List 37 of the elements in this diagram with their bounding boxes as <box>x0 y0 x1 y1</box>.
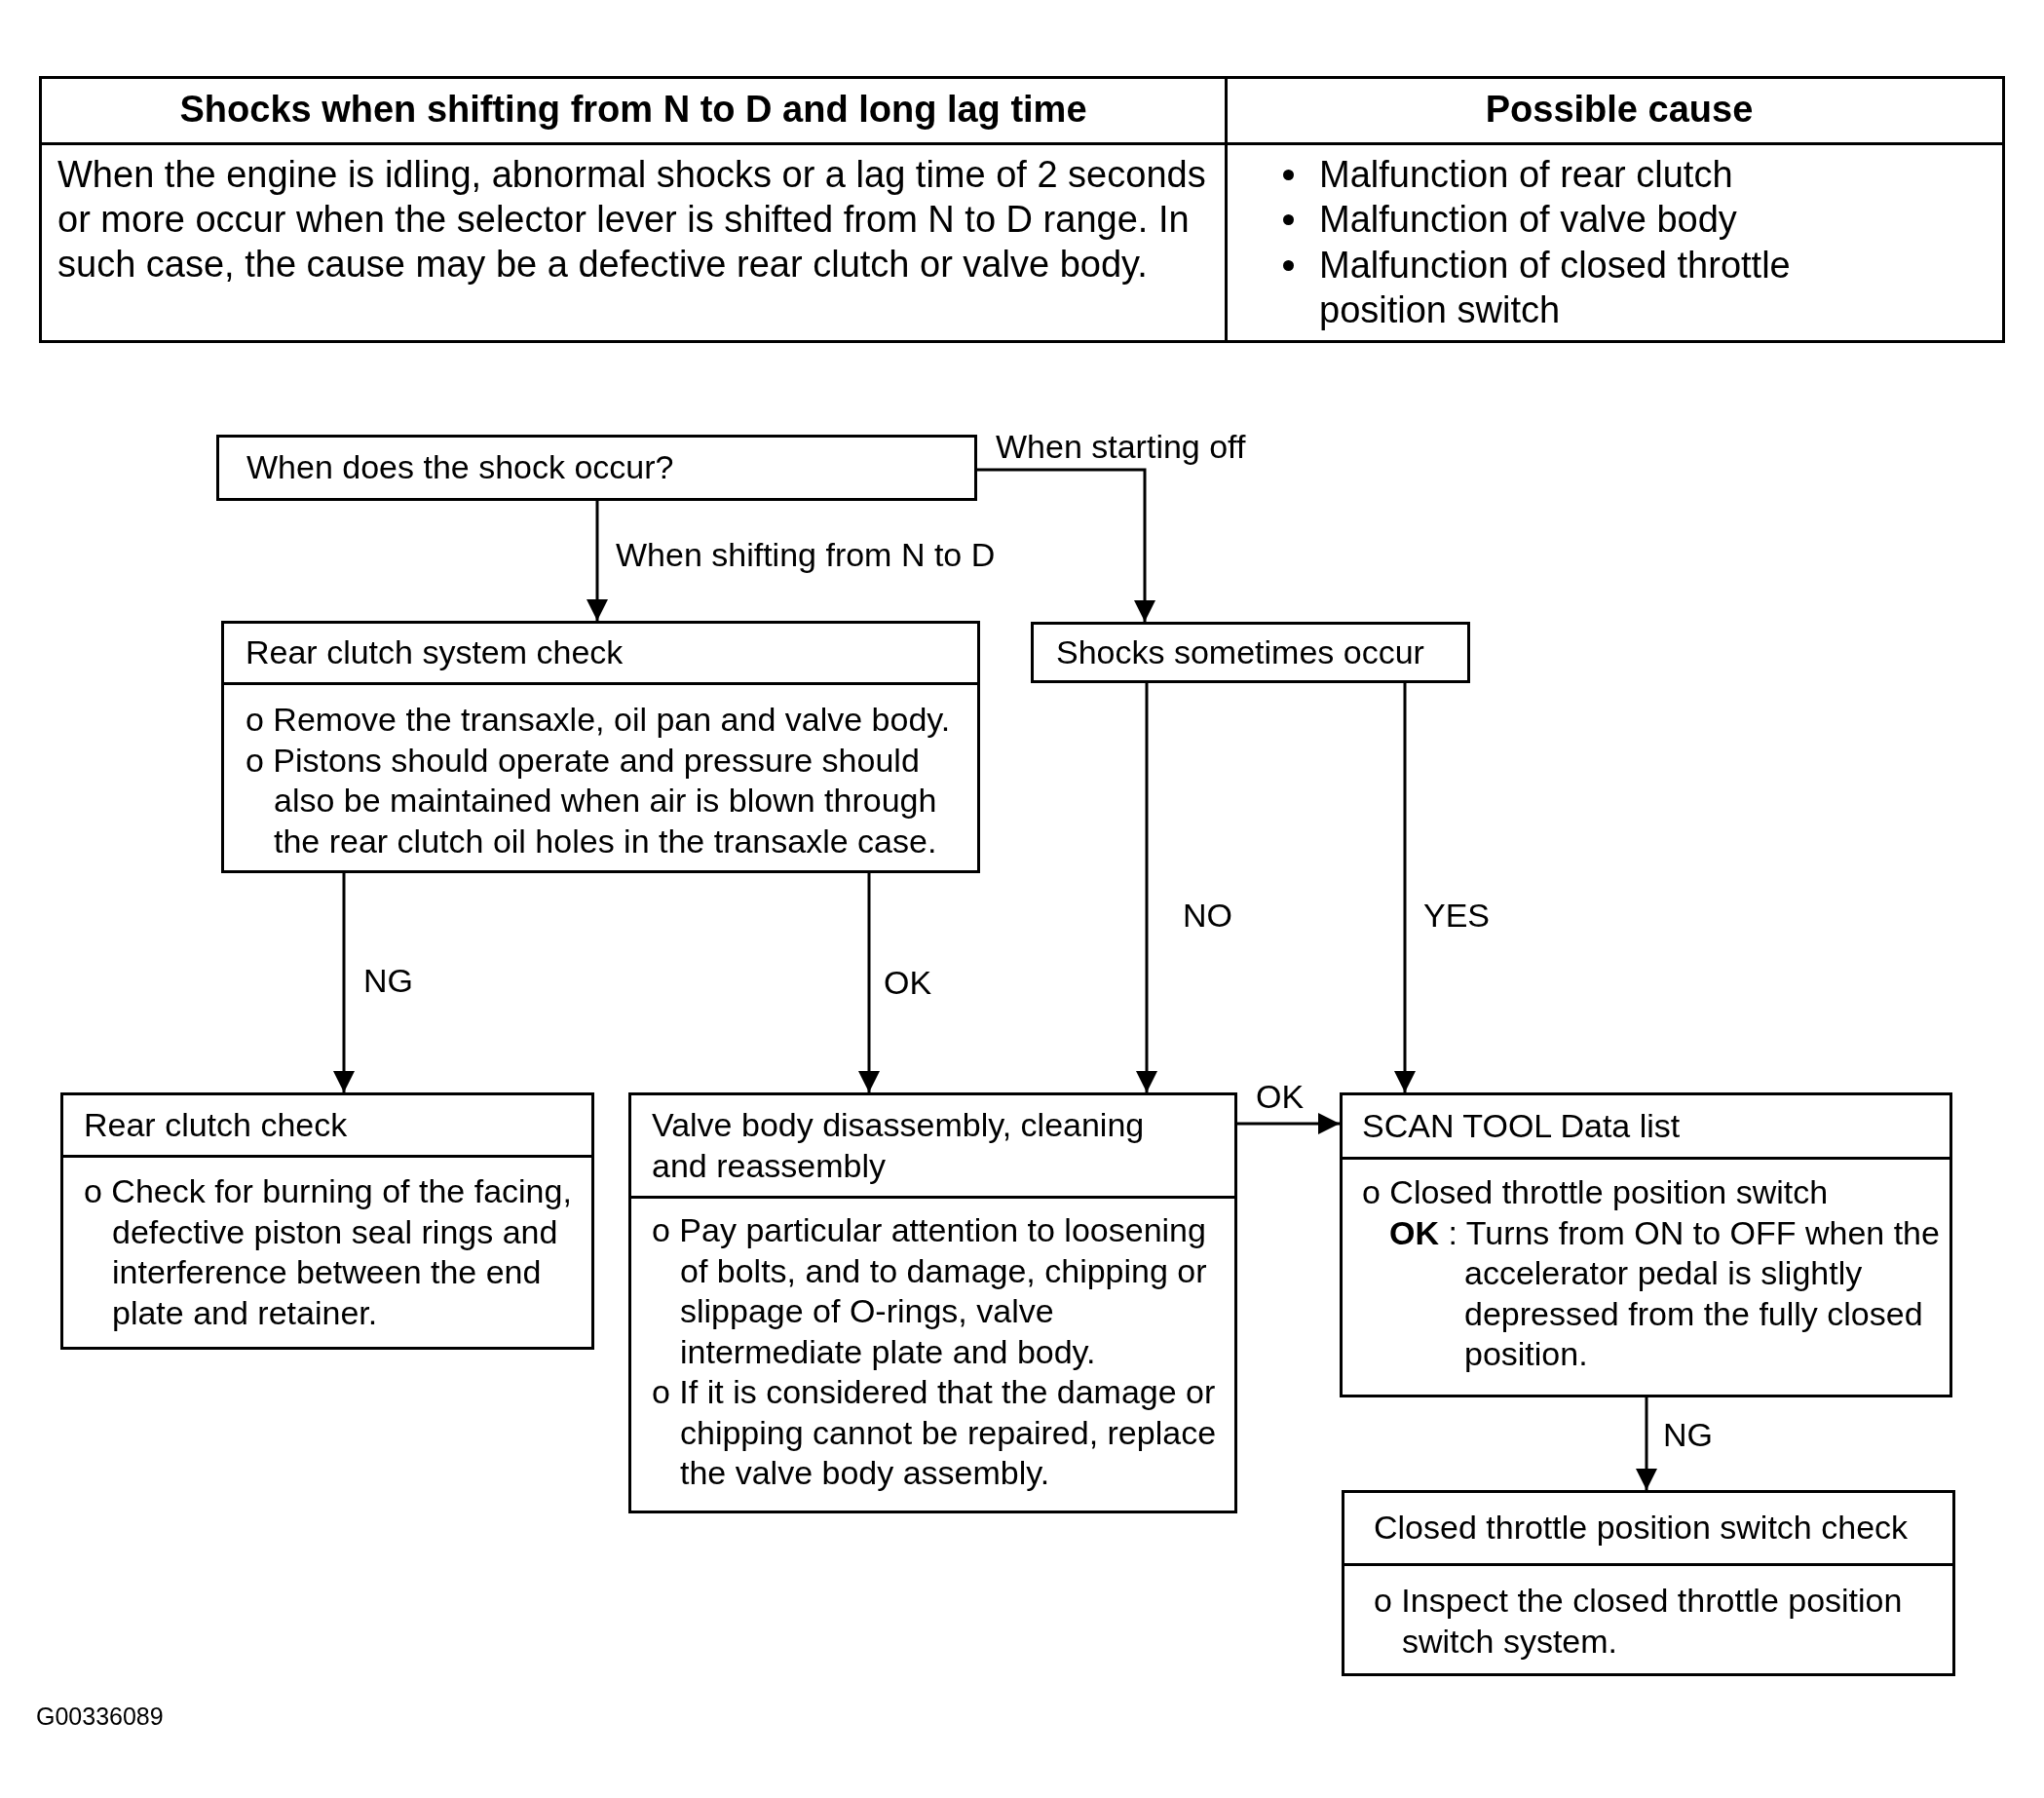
step-text: o Pistons should operate and pressure should also be maintained when air is blown through the rear clutch oil holes in the transaxle case. <box>246 740 938 861</box>
arrow <box>1237 1113 1340 1134</box>
process-box <box>60 1092 594 1350</box>
process-box <box>221 621 980 873</box>
step-text: o Closed throttle position switch <box>1362 1172 1830 1212</box>
arrow <box>977 468 1155 622</box>
description-text: When the engine is idling, abnormal shocks or a lag time of 2 seconds or more occur when the selector lever is shifted from N to D range. In such case, the cause may be a defective rear clutch or valve body. <box>57 153 1207 287</box>
column-heading: Shocks when shifting from N to D and long lag time <box>179 88 1087 133</box>
question-text: Shocks sometimes occur <box>1056 631 1424 672</box>
process-box <box>628 1092 1237 1513</box>
figure-code: G00336089 <box>36 1702 164 1731</box>
cause-item: Malfunction of closed throttle position switch <box>1319 244 1792 332</box>
arrow <box>333 873 355 1092</box>
box-heading: Rear clutch system check <box>246 632 624 673</box>
column-heading: Possible cause <box>1485 88 1754 133</box>
box-heading: Rear clutch check <box>84 1104 348 1145</box>
question-text: When does the shock occur? <box>246 447 674 488</box>
arrow <box>858 873 880 1092</box>
arrow <box>587 501 608 621</box>
arrow <box>1136 683 1157 1092</box>
step-text: o If it is considered that the damage or chipping cannot be repaired, replace the valve body assembly. <box>652 1372 1218 1493</box>
box-heading: Closed throttle position switch check <box>1374 1508 1909 1549</box>
step-text: o Remove the transaxle, oil pan and valve body. <box>246 700 952 740</box>
decision-box <box>1031 622 1470 683</box>
step-text: OK : Turns from ON to OFF when the accelerator pedal is slightly depressed from the fully closed position. <box>1389 1212 1941 1374</box>
step-text: o Check for burning of the facing, defective piston seal rings and interference between the end plate and retainer. <box>84 1171 573 1333</box>
box-heading: SCAN TOOL Data list <box>1362 1105 1681 1146</box>
arrow <box>1394 683 1416 1092</box>
arrow <box>1636 1397 1657 1490</box>
step-text: o Inspect the closed throttle position switch system. <box>1374 1581 1904 1662</box>
cause-item: Malfunction of rear clutch <box>1319 153 1734 197</box>
question-box <box>216 435 977 501</box>
process-box <box>1340 1092 1952 1397</box>
step-text: o Pay particular attention to loosening of bolts, and to damage, chipping or slippage of O-rings, valve intermediate plate and body. <box>652 1210 1208 1372</box>
box-heading: Valve body disassembly, cleaning and reassembly <box>652 1105 1146 1186</box>
process-box <box>1342 1490 1955 1676</box>
cause-item: Malfunction of valve body <box>1319 198 1738 242</box>
